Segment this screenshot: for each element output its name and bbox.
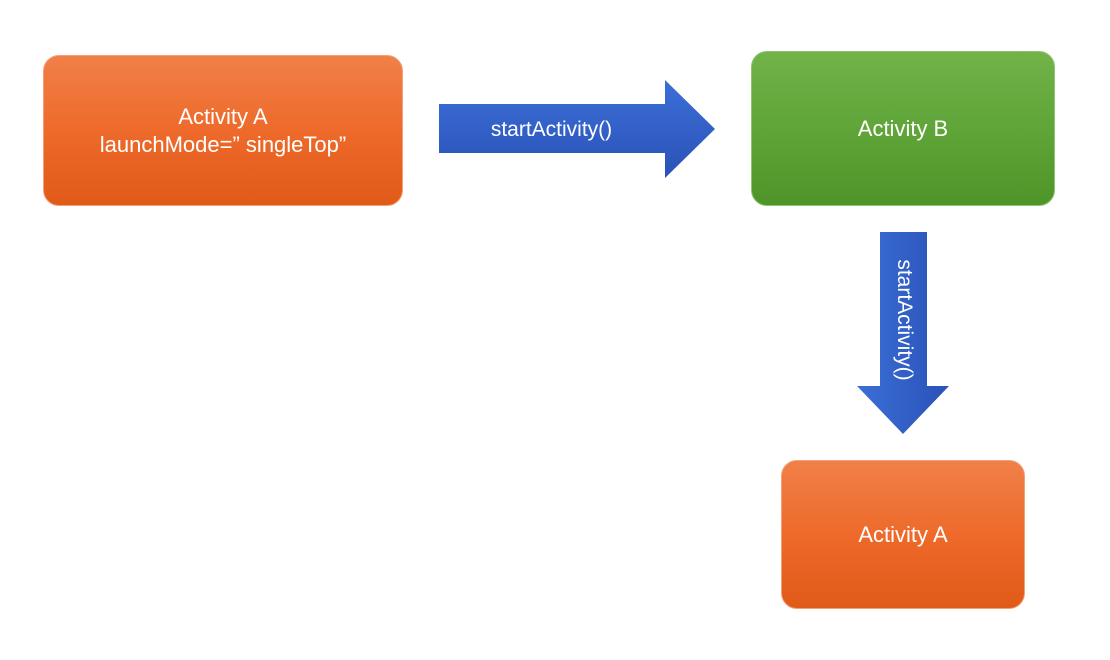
activity-b-title: Activity B	[857, 115, 949, 141]
arrow-b-to-a-label: startActivity()	[893, 259, 916, 381]
activity-a-end-title: Activity A	[858, 521, 948, 547]
activity-a-start-launchmode: launchMode=” singleTop”	[99, 131, 347, 157]
activity-b-node: Activity B	[751, 51, 1055, 206]
arrow-b-to-a-shape	[857, 232, 949, 434]
arrow-a-to-b-shape	[439, 80, 715, 178]
activity-a-start-title: Activity A	[178, 103, 268, 129]
activity-a-start-node: Activity A launchMode=” singleTop”	[43, 55, 403, 206]
activity-a-end-node: Activity A	[781, 460, 1025, 609]
arrow-a-to-b-label: startActivity()	[490, 118, 613, 141]
